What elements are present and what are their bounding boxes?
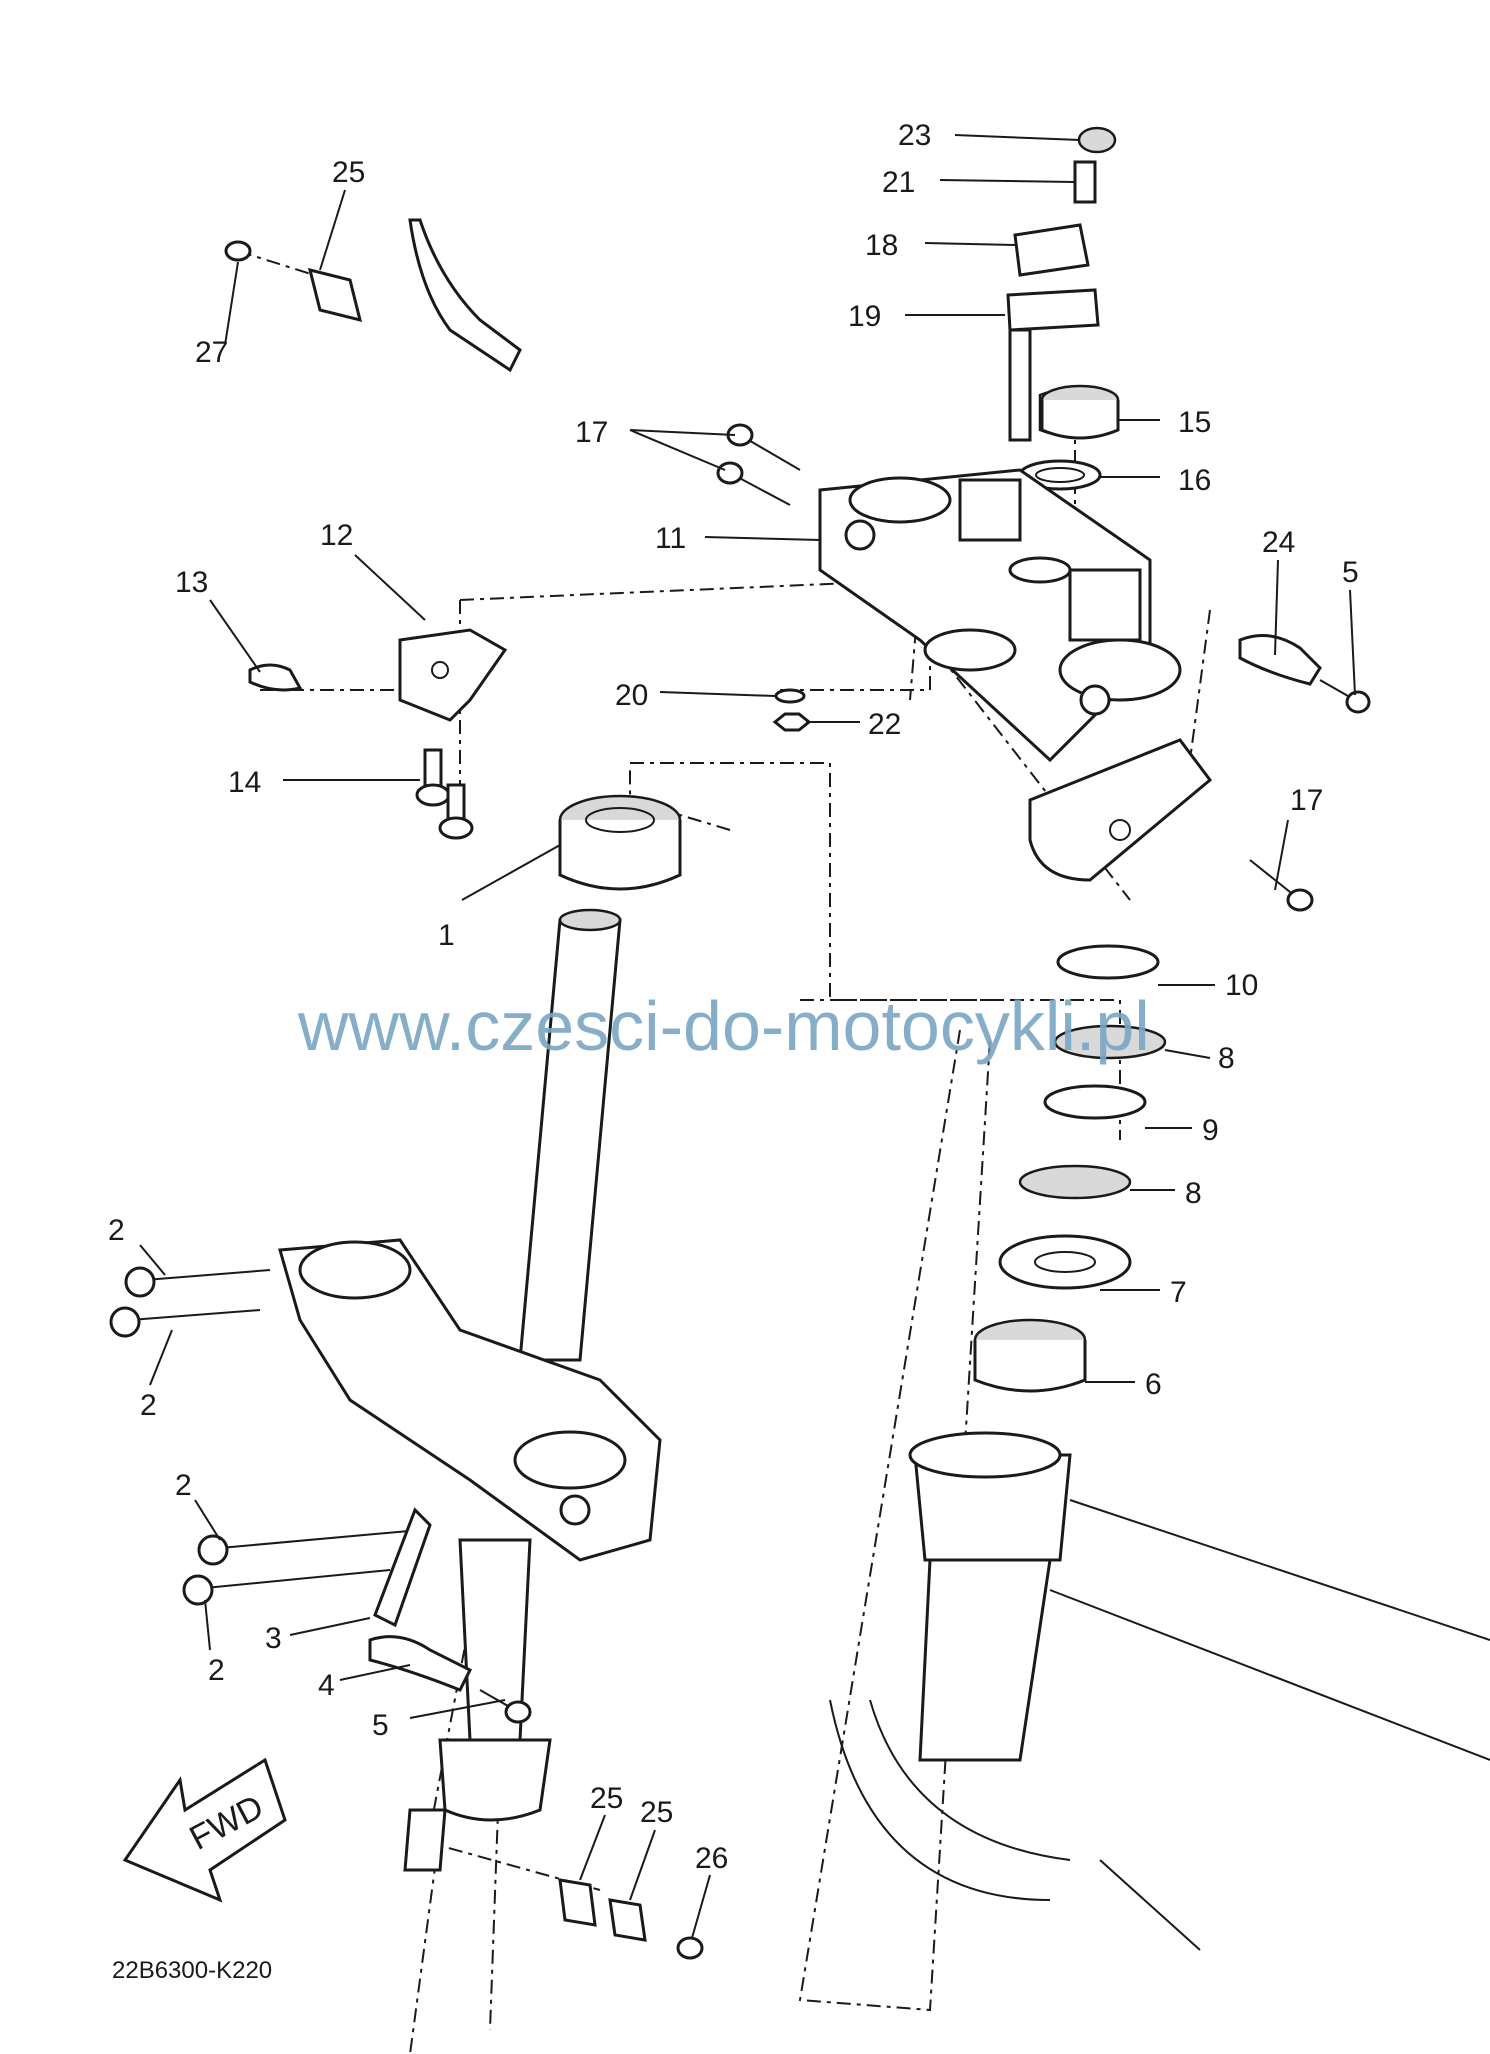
callout-8-upper: 8 [1218,1042,1235,1075]
callout-17-lower: 17 [1290,784,1323,817]
callout-12: 12 [320,519,353,552]
pinch-bolts-upper [716,423,801,506]
callout-26: 26 [695,1842,728,1875]
callout-16: 16 [1178,464,1211,497]
clamp-right [1238,634,1371,714]
clip-left [248,663,303,692]
lower-bracket [278,1238,662,1562]
callout-5-lower: 5 [372,1709,389,1742]
callout-2-d: 2 [208,1654,225,1687]
callout-14: 14 [228,766,261,799]
steering-stem [518,908,622,1362]
bearing-upper [558,794,682,891]
callout-10: 10 [1225,969,1258,1002]
top-left-parts [224,218,522,373]
bracket-left [398,628,508,722]
callout-9: 9 [1202,1114,1219,1147]
callout-22: 22 [868,708,901,741]
callout-2-a: 2 [108,1214,125,1247]
callout-6: 6 [1145,1368,1162,1401]
callout-17-upper: 17 [575,416,608,449]
upper-bracket [818,468,1213,882]
nut-cap [1040,384,1120,440]
callout-7: 7 [1170,1276,1187,1309]
fwd-arrow: FWD [122,1757,287,1903]
callout-11: 11 [655,522,686,555]
bolts-left [415,748,474,840]
callout-24: 24 [1262,526,1295,559]
callout-5-upper: 5 [1342,556,1359,589]
callout-13: 13 [175,566,208,599]
callout-3: 3 [265,1622,282,1655]
callout-1: 1 [438,919,455,952]
leader-lines [139,134,1356,1939]
callout-25-top: 25 [332,156,365,189]
callout-20: 20 [615,679,648,712]
pinch-bolt-lower-right [1249,859,1314,912]
bottom-clips [558,1878,704,1960]
callout-labels: 23 21 18 19 15 16 17 11 24 5 25 27 12 13… [108,119,1359,1875]
washer-nut-small [772,688,812,732]
callout-25-b: 25 [640,1796,673,1829]
bearing-stack [973,944,1167,1393]
callout-4: 4 [318,1669,335,1702]
callout-8-lower: 8 [1185,1177,1202,1210]
callout-27: 27 [195,336,228,369]
diagram-code: 22B6300-K220 [112,1957,272,1984]
callout-19: 19 [848,300,881,333]
lower-bolts [109,1266,421,1606]
callout-25-a: 25 [590,1782,623,1815]
callout-2-b: 2 [140,1389,157,1422]
callout-2-c: 2 [175,1469,192,1502]
callout-15: 15 [1178,406,1211,439]
callout-23: 23 [898,119,931,152]
stay-and-clamp [368,1507,532,1724]
watermark-url: www.czesci-do-motocykli.pl [297,987,1150,1065]
callout-21: 21 [882,166,915,199]
frame-head-pipe [829,1431,1490,1951]
callout-18: 18 [865,229,898,262]
stem-lower-tube [403,1538,552,1872]
